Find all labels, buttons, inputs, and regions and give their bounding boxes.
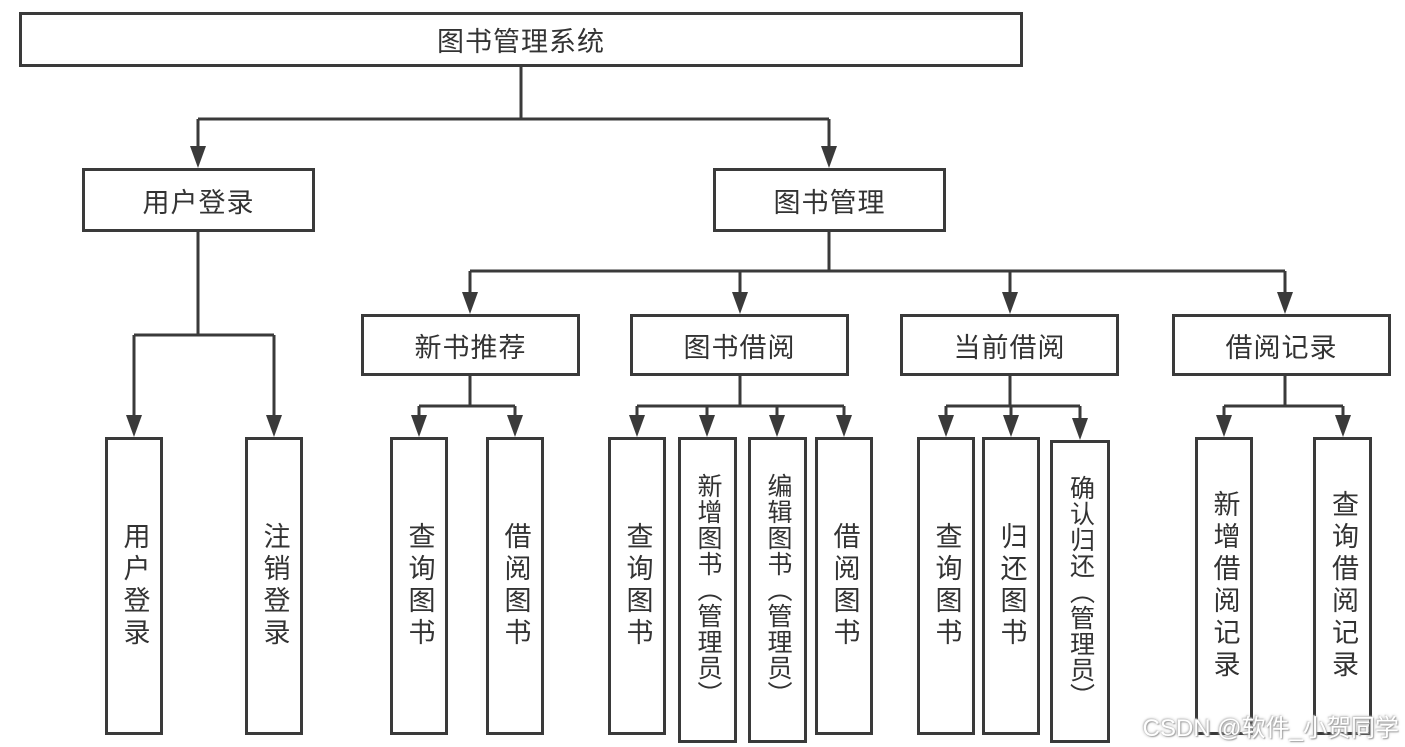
leaf-add-borrow-record-label: 新增借阅记录 bbox=[1209, 490, 1240, 682]
leaf-user-login: 用户登录 bbox=[105, 437, 163, 735]
leaf-query-books-current: 查询图书 bbox=[917, 437, 975, 735]
leaf-confirm-return-admin: 确认归还（管理员） bbox=[1050, 440, 1110, 743]
leaf-query-books-current-label: 查询图书 bbox=[931, 522, 962, 650]
leaf-borrow-books-borrowing-label: 借阅图书 bbox=[829, 522, 860, 650]
leaf-return-books-label: 归还图书 bbox=[996, 522, 1027, 650]
leaf-edit-books-admin: 编辑图书（管理员） bbox=[748, 437, 807, 743]
node-user-login-label: 用户登录 bbox=[142, 187, 255, 218]
leaf-add-books-admin: 新增图书（管理员） bbox=[678, 437, 737, 743]
leaf-borrow-books-recommend: 借阅图书 bbox=[486, 437, 544, 735]
leaf-query-borrow-record: 查询借阅记录 bbox=[1313, 437, 1372, 735]
node-new-book-recommend: 新书推荐 bbox=[361, 314, 580, 376]
leaf-query-books-recommend-label: 查询图书 bbox=[404, 522, 435, 650]
node-book-borrowing-label: 图书借阅 bbox=[683, 332, 796, 363]
leaf-logout-label: 注销登录 bbox=[259, 522, 290, 650]
node-book-management-label: 图书管理 bbox=[773, 187, 886, 218]
node-library-system: 图书管理系统 bbox=[19, 12, 1023, 67]
node-new-book-recommend-label: 新书推荐 bbox=[414, 332, 527, 363]
leaf-confirm-return-admin-label: 确认归还（管理员） bbox=[1066, 474, 1095, 709]
leaf-edit-books-admin-label: 编辑图书（管理员） bbox=[764, 473, 792, 707]
leaf-borrow-books-borrowing: 借阅图书 bbox=[815, 437, 873, 735]
leaf-add-books-admin-label: 新增图书（管理员） bbox=[694, 473, 722, 707]
leaf-query-books-recommend: 查询图书 bbox=[390, 437, 448, 735]
node-book-borrowing: 图书借阅 bbox=[630, 314, 849, 376]
leaf-logout: 注销登录 bbox=[245, 437, 303, 735]
node-library-system-label: 图书管理系统 bbox=[437, 27, 605, 57]
leaf-user-login-label: 用户登录 bbox=[119, 522, 150, 650]
leaf-borrow-books-recommend-label: 借阅图书 bbox=[500, 522, 531, 650]
node-borrowing-records: 借阅记录 bbox=[1172, 314, 1391, 376]
leaf-query-books-borrowing-label: 查询图书 bbox=[622, 522, 653, 650]
node-current-borrowing-label: 当前借阅 bbox=[953, 332, 1066, 363]
node-user-login: 用户登录 bbox=[82, 168, 315, 232]
leaf-query-borrow-record-label: 查询借阅记录 bbox=[1328, 490, 1358, 682]
node-borrowing-records-label: 借阅记录 bbox=[1225, 332, 1338, 363]
node-book-management: 图书管理 bbox=[713, 168, 946, 232]
leaf-query-books-borrowing: 查询图书 bbox=[608, 437, 666, 735]
leaf-return-books: 归还图书 bbox=[982, 437, 1040, 735]
node-current-borrowing: 当前借阅 bbox=[900, 314, 1119, 376]
leaf-add-borrow-record: 新增借阅记录 bbox=[1195, 437, 1253, 735]
watermark: CSDN @软件_小贺同学 bbox=[1142, 715, 1399, 742]
